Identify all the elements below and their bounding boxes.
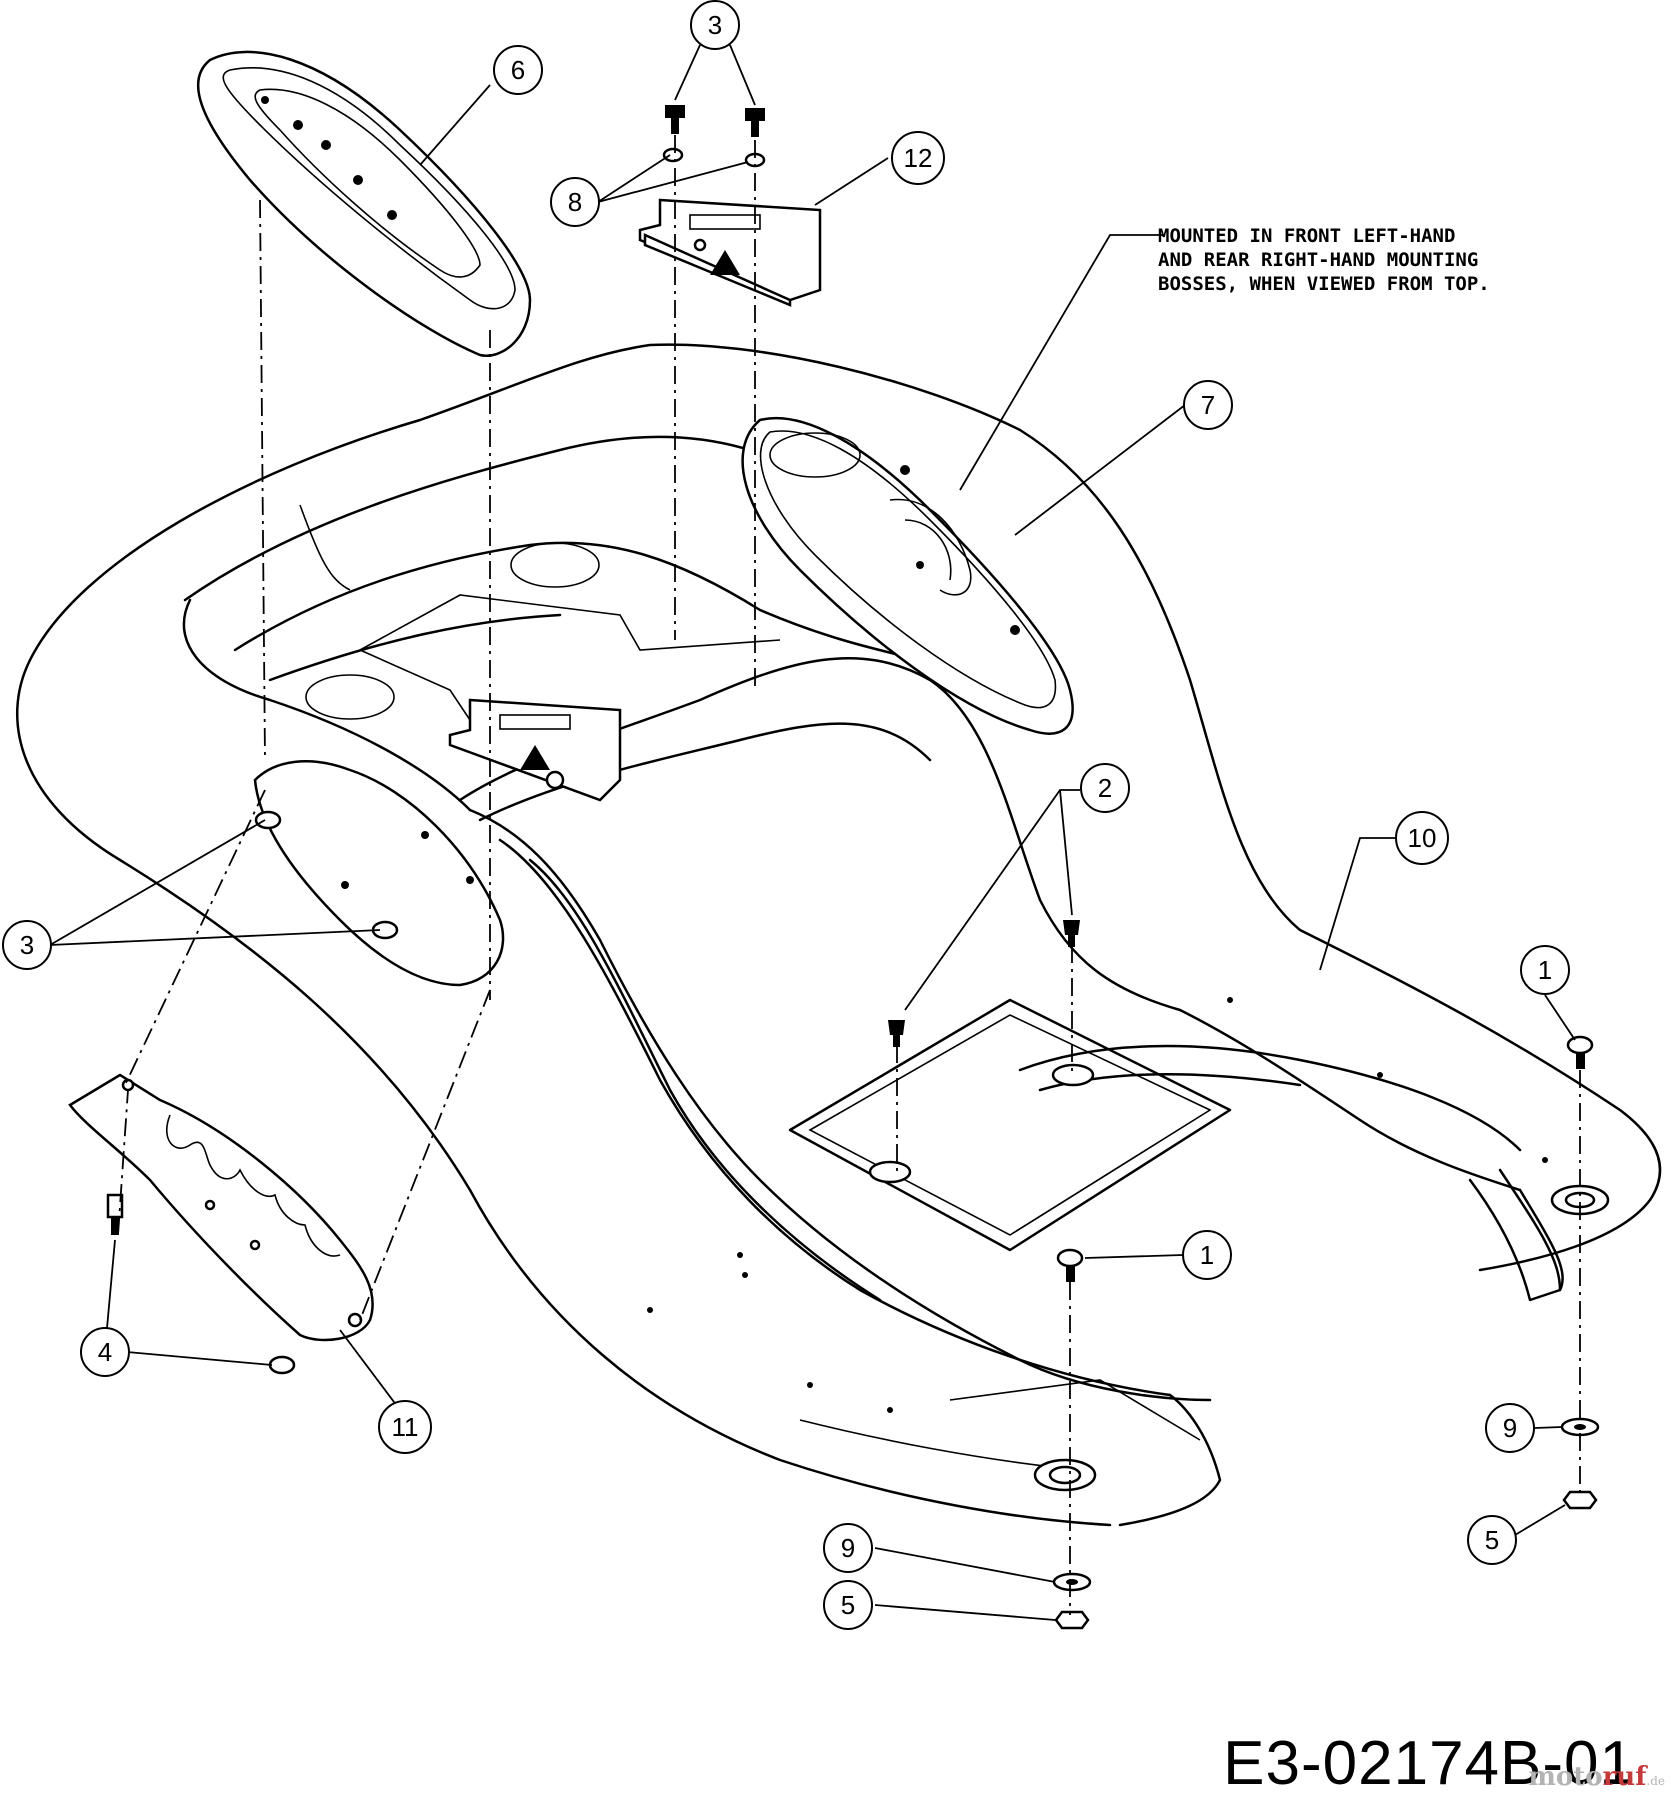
console-cover-left — [196, 50, 532, 357]
svg-text:5: 5 — [841, 1590, 855, 1620]
watermark-logo: motoruf.de — [1528, 1762, 1665, 1792]
trim-panel-left — [253, 760, 505, 987]
callout-7: 7 — [1183, 380, 1233, 430]
svg-text:5: 5 — [1485, 1525, 1499, 1555]
bracket-upper — [638, 198, 822, 307]
callout-10: 10 — [1395, 811, 1449, 865]
svg-text:11: 11 — [392, 1412, 419, 1442]
note-line-2: AND REAR RIGHT-HAND MOUNTING — [1158, 249, 1478, 271]
drawing-number: E3-02174B-01 — [1223, 1729, 1635, 1798]
callout-3-top: 3 — [690, 0, 740, 50]
svg-text:1: 1 — [1538, 955, 1552, 985]
svg-text:8: 8 — [568, 187, 582, 217]
svg-text:3: 3 — [708, 10, 722, 40]
note-line-3: BOSSES, WHEN VIEWED FROM TOP. — [1158, 273, 1490, 295]
shield-lower — [68, 1073, 374, 1342]
leader-lines — [49, 44, 1576, 1621]
svg-text:9: 9 — [841, 1533, 855, 1563]
callout-6: 6 — [493, 45, 543, 95]
callout-9-right: 9 — [1485, 1403, 1535, 1453]
svg-text:12: 12 — [904, 143, 933, 173]
svg-text:10: 10 — [1408, 823, 1437, 853]
callout-11: 11 — [378, 1400, 432, 1454]
callout-1-right: 1 — [1520, 945, 1570, 995]
svg-text:6: 6 — [511, 55, 525, 85]
svg-text:7: 7 — [1201, 390, 1215, 420]
svg-text:9: 9 — [1503, 1413, 1517, 1443]
alignment-lines — [117, 135, 1581, 1615]
svg-text:3: 3 — [20, 930, 34, 960]
callout-4: 4 — [80, 1327, 130, 1377]
callout-5-right: 5 — [1467, 1515, 1517, 1565]
callout-1-center: 1 — [1182, 1230, 1232, 1280]
mounting-note: MOUNTED IN FRONT LEFT-HAND AND REAR RIGH… — [1158, 225, 1490, 295]
callout-12: 12 — [891, 131, 945, 185]
console-cover-right — [741, 416, 1074, 735]
callout-2: 2 — [1080, 763, 1130, 813]
bracket-mounted — [448, 698, 622, 802]
callout-8: 8 — [550, 177, 600, 227]
callout-3-left: 3 — [2, 920, 52, 970]
svg-text:2: 2 — [1098, 773, 1112, 803]
svg-text:1: 1 — [1200, 1240, 1214, 1270]
callout-9-bottom: 9 — [823, 1523, 873, 1573]
callout-5-bottom: 5 — [823, 1580, 873, 1630]
svg-text:4: 4 — [98, 1337, 112, 1367]
note-line-1: MOUNTED IN FRONT LEFT-HAND — [1158, 225, 1455, 247]
